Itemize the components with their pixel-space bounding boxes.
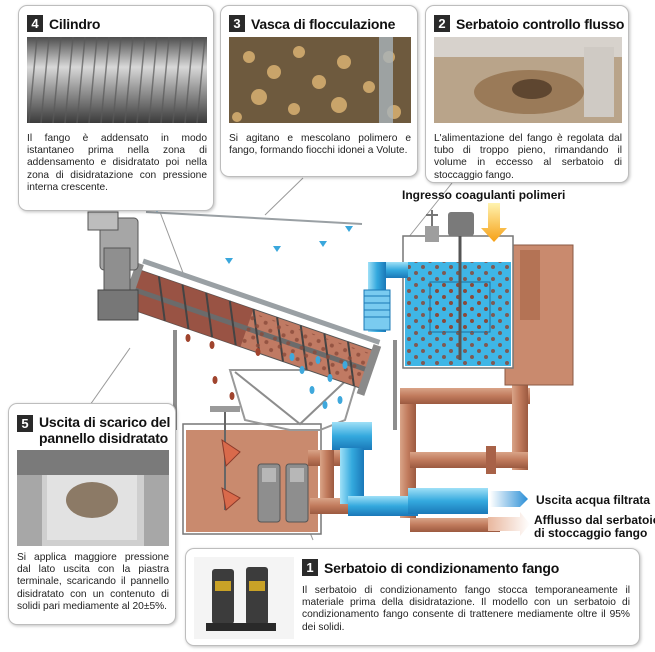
filtered-water-label: Uscita acqua filtrata — [536, 493, 651, 507]
step-number: 1 — [302, 559, 318, 576]
discharge-photo — [17, 450, 169, 546]
callout-uscita-scarico: 5 Uscita di scarico del pannello disidra… — [8, 403, 176, 625]
callout-text: Si agitano e mescolano polimero e fango,… — [229, 133, 411, 157]
callout-header: 2 Serbatoio controllo flusso — [434, 15, 624, 32]
filtered-water-arrow — [490, 491, 528, 507]
callout-title-line2: pannello disidratato — [39, 430, 169, 446]
submersible-pumps — [257, 463, 309, 523]
step-number: 5 — [17, 415, 33, 432]
callout-text: Il serbatoio di condizionamento fango st… — [302, 585, 630, 633]
drive-motor — [87, 211, 139, 321]
pumps-photo — [194, 557, 294, 639]
feed-pipe — [363, 262, 408, 332]
flow-control-photo — [434, 37, 622, 123]
inflow-label-line2: di stoccaggio fango — [534, 526, 648, 540]
callout-title: Cilindro — [49, 15, 101, 32]
callout-header: 4 Cilindro — [27, 15, 100, 32]
callout-title: Serbatoio controllo flusso — [456, 15, 625, 32]
callout-vasca-flocculazione: 3 Vasca di flocculazione Si agitano e me… — [220, 5, 418, 177]
spray-bar — [145, 211, 363, 225]
inflow-label-line1: Afflusso dal serbatoio — [534, 513, 655, 527]
step-number: 2 — [434, 15, 450, 32]
callout-text: Si applica maggiore pressione dal lato u… — [17, 552, 169, 612]
sludge-drops — [185, 334, 261, 400]
callout-header: 3 Vasca di flocculazione — [229, 15, 395, 32]
callout-header: 1 Serbatoio di condizionamento fango — [302, 559, 559, 576]
filtrate-drops — [289, 353, 348, 409]
cylinder-photo — [27, 37, 207, 123]
step-number: 3 — [229, 15, 245, 32]
flocculation-photo — [229, 37, 411, 123]
callout-text: Il fango è addensato in modo istantaneo … — [27, 133, 207, 193]
step-number: 4 — [27, 15, 43, 32]
callout-serbatoio-condizionamento: 1 Serbatoio di condizionamento fango Il … — [185, 548, 640, 646]
callout-text: L'alimentazione del fango è regolata dal… — [434, 133, 622, 181]
callout-title: Vasca di flocculazione — [251, 15, 396, 32]
inflow-arrow — [488, 512, 530, 536]
conditioning-tank — [182, 406, 322, 535]
callout-cilindro: 4 Cilindro Il fango è addensato in modo … — [18, 5, 214, 211]
dewatering-screw — [119, 258, 382, 396]
callout-title-line1: Uscita di scarico del — [39, 414, 171, 430]
callout-header: 5 Uscita di scarico del pannello disidra… — [17, 414, 170, 446]
callout-serbatoio-controllo-flusso: 2 Serbatoio controllo flusso L'alimentaz… — [425, 5, 629, 183]
callout-title: Serbatoio di condizionamento fango — [324, 559, 560, 576]
inflow-label: Afflusso dal serbatoio di stoccaggio fan… — [534, 514, 655, 540]
coagulant-inlet-label: Ingresso coagulanti polimeri — [402, 188, 566, 202]
coagulant-arrow — [481, 203, 507, 242]
flocculation-tank — [402, 210, 514, 369]
filtrate-pipes — [332, 422, 488, 516]
